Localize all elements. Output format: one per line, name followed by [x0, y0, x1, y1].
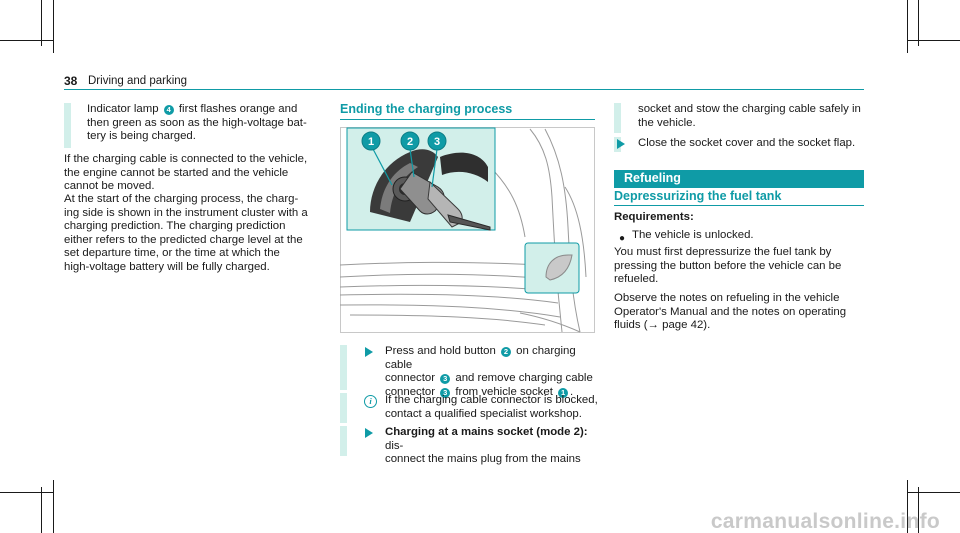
highlight-bar — [340, 426, 347, 456]
indicator-lamp-paragraph: Indicator lamp 4 first flashes orange an… — [87, 103, 307, 143]
depressurizing-heading: Depressurizing the fuel tank — [614, 189, 782, 203]
requirement-item: The vehicle is unlocked. — [632, 229, 754, 241]
crop-mark — [0, 492, 53, 493]
ending-charging-heading: Ending the charging process — [340, 102, 513, 116]
section-title: Driving and parking — [88, 75, 188, 87]
highlight-bar — [64, 103, 71, 148]
crop-mark — [907, 0, 908, 53]
highlight-bar — [340, 345, 347, 390]
blocked-connector-note: If the charging cable connector is block… — [385, 394, 598, 420]
highlight-bar — [340, 393, 347, 423]
header-rule — [64, 89, 864, 90]
refueling-title: Refueling — [624, 171, 681, 185]
callout-badge: 4 — [163, 105, 174, 115]
crop-mark — [918, 0, 919, 46]
callout-3-circle — [427, 131, 447, 151]
stow-cable-continuation: socket and stow the charging cable safel… — [638, 103, 861, 129]
vehicle-illustration: 1 2 3 — [339, 127, 595, 333]
page-number: 38 — [64, 74, 78, 88]
heading-rule — [340, 119, 595, 120]
charging-prediction-paragraph: At the start of the charging process, th… — [64, 193, 308, 273]
crop-mark — [53, 480, 54, 533]
crop-mark — [41, 487, 42, 533]
depressurize-paragraph: You must first depressurize the fuel tan… — [614, 246, 842, 286]
crop-mark — [41, 0, 42, 46]
requirements-label: Requirements: — [614, 211, 694, 223]
bullet-dot: ● — [619, 233, 626, 244]
observe-notes-paragraph: Observe the notes on refueling in the ve… — [614, 292, 847, 332]
callout-2: 2 — [407, 136, 413, 148]
callout-1: 1 — [368, 136, 374, 148]
crop-mark — [0, 40, 53, 41]
crop-mark — [918, 487, 919, 533]
mains-socket-step: Charging at a mains socket (mode 2): dis… — [385, 426, 588, 466]
callout-3: 3 — [434, 136, 440, 148]
callout-badge: 2 — [501, 347, 511, 357]
callout-badge: 1 — [558, 387, 569, 398]
callout-1-circle — [361, 131, 381, 151]
crop-mark — [907, 480, 908, 533]
watermark: carmanualsonline.info — [710, 510, 940, 533]
callout-badge: 3 — [440, 374, 451, 385]
step-arrow-icon — [617, 139, 625, 149]
heading-rule — [614, 205, 864, 206]
highlight-bar — [614, 103, 621, 133]
cable-connected-paragraph: If the charging cable is connected to th… — [64, 153, 308, 193]
callout-2-circle — [400, 131, 420, 151]
info-icon: i — [364, 395, 377, 408]
step-arrow-icon — [365, 347, 373, 357]
charging-cable-figure: 1 2 3 — [339, 127, 595, 333]
step-arrow-icon — [365, 428, 373, 438]
crop-mark — [907, 40, 960, 41]
crop-mark — [53, 0, 54, 53]
press-button-step: Press and hold button 2 on charging cabl… — [385, 345, 593, 398]
refueling-section-header: Refueling — [614, 170, 864, 188]
crop-mark — [907, 492, 960, 493]
close-socket-step: Close the socket cover and the socket fl… — [638, 137, 856, 149]
callout-badge: 3 — [440, 387, 451, 398]
